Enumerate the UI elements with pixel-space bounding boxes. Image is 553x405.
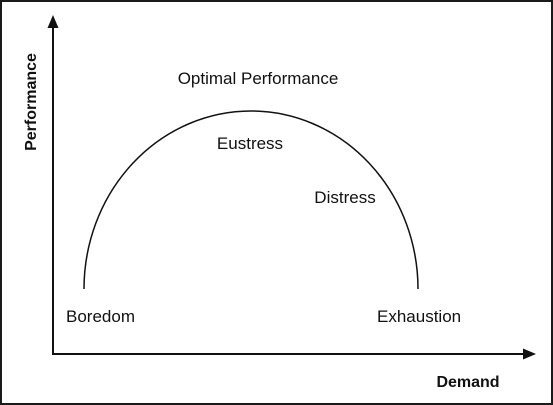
x-axis-label: Demand: [436, 374, 499, 391]
y-axis-label: Performance: [23, 53, 40, 151]
y-axis-arrow: [47, 15, 59, 28]
boredom-label: Boredom: [66, 307, 135, 326]
performance-curve: [83, 110, 419, 290]
exhaustion-label: Exhaustion: [377, 307, 461, 326]
optimal-performance-label: Optimal Performance: [178, 69, 339, 88]
distress-label: Distress: [314, 188, 375, 207]
eustress-label: Eustress: [217, 134, 283, 153]
x-axis-arrow: [523, 348, 536, 360]
